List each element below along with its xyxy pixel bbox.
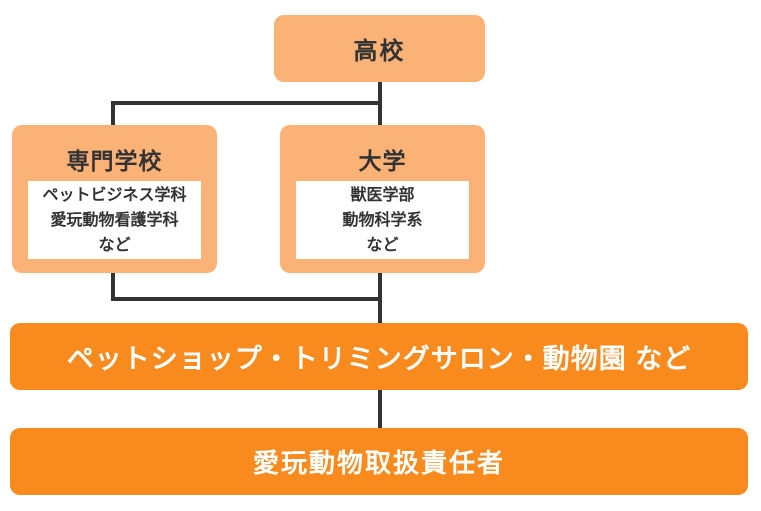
university-department-line: 動物科学系 (342, 211, 423, 229)
node-university-title: 大学 (358, 148, 407, 174)
connector-branch-bottom (111, 297, 382, 301)
bar-qualification-label: 愛玩動物取扱責任者 (252, 448, 505, 478)
node-vocational-title: 専門学校 (66, 148, 163, 174)
university-department-line: など (366, 236, 399, 254)
vocational-department-line: など (98, 236, 131, 254)
connector-workplace-to-qualification (378, 390, 382, 428)
node-university-departments: 獣医学部 動物科学系 など (296, 181, 469, 259)
node-highschool: 高校 (274, 15, 485, 82)
connector-branch-to-vocational (111, 101, 115, 125)
connector-branch-top (111, 101, 382, 105)
bar-workplace: ペットショップ・トリミングサロン・動物園 など (10, 323, 748, 390)
bar-workplace-label: ペットショップ・トリミングサロン・動物園 など (66, 344, 692, 374)
node-vocational-school: 専門学校 ペットビジネス学科 愛玩動物看護学科 など (12, 125, 217, 273)
connector-vocational-down (111, 273, 115, 301)
connector-university-to-workplace (378, 273, 382, 323)
university-department-line: 獣医学部 (350, 186, 415, 204)
node-university: 大学 獣医学部 動物科学系 など (280, 125, 485, 273)
vocational-department-line: 愛玩動物看護学科 (50, 211, 179, 229)
node-highschool-label: 高校 (353, 38, 406, 65)
bar-qualification: 愛玩動物取扱責任者 (10, 428, 748, 495)
node-vocational-departments: ペットビジネス学科 愛玩動物看護学科 など (28, 181, 201, 259)
vocational-department-line: ペットビジネス学科 (42, 186, 187, 204)
